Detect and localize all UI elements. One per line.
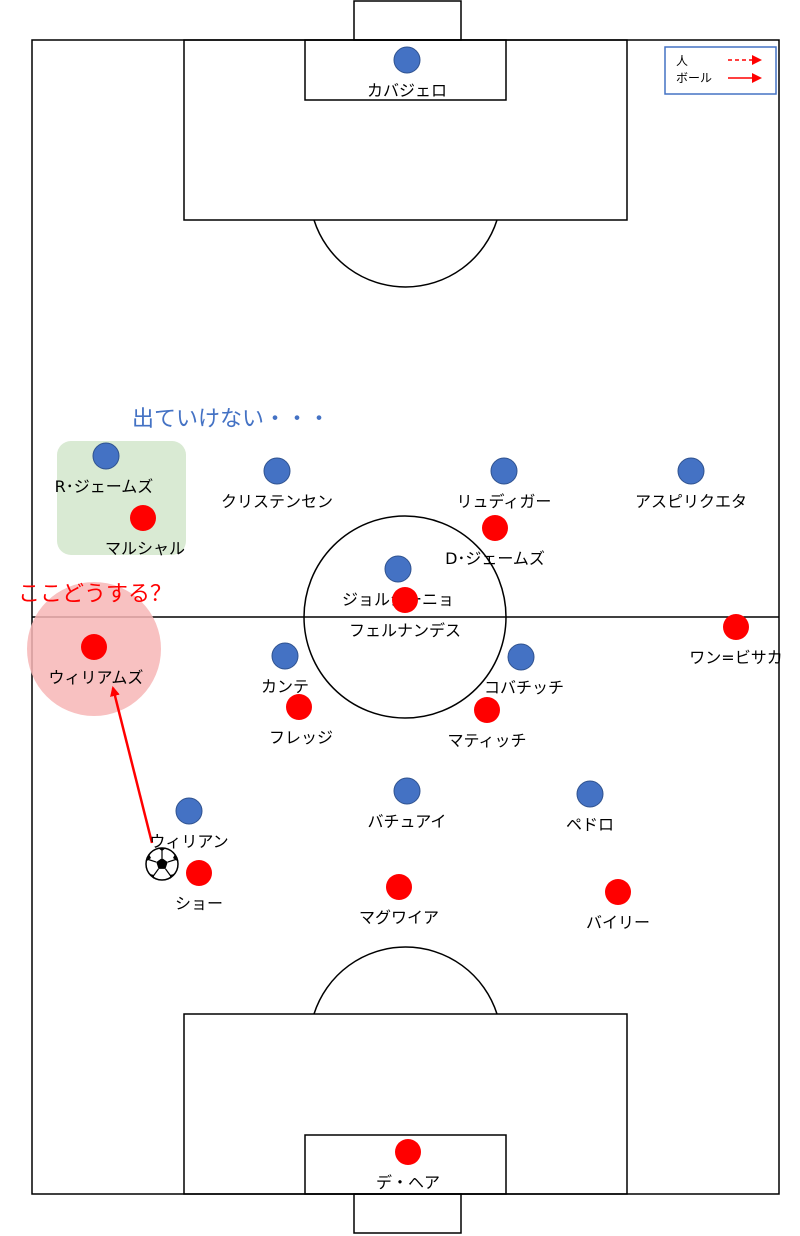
red-player-fred: フレッジ: [269, 694, 333, 747]
top-goal: [353, 0, 462, 41]
blue-player-christensen: クリステンセン: [221, 457, 333, 511]
blue-player-marker: [393, 777, 421, 805]
blue-player-marker: [507, 643, 535, 671]
red-player-name: フェルナンデス: [349, 621, 461, 640]
red-player-name: マグワイア: [359, 908, 439, 927]
highlight-box-left: [57, 441, 186, 555]
blue-player-marker: [677, 457, 705, 485]
red-player-williams: ウィリアムズ: [49, 634, 144, 687]
red-player-bailly: バイリー: [586, 879, 650, 932]
top-goal-area: [304, 39, 507, 101]
blue-player-marker: [384, 555, 412, 583]
red-player-djames: D･ジェームズ: [445, 515, 545, 568]
blue-player-rudiger: リュディガー: [457, 457, 552, 511]
red-player-wanbissaka: ワン=ビサカ: [689, 614, 783, 667]
red-player-maguire: マグワイア: [359, 874, 439, 927]
blue-player-kovacic: コバチッチ: [484, 643, 564, 697]
note-what-to-do: ここどうする？: [18, 582, 172, 607]
blue-player-azpilicueta: アスピリクエタ: [635, 457, 747, 511]
red-player-name: マティッチ: [447, 731, 526, 750]
red-player-name: マルシャル: [105, 539, 185, 558]
blue-player-marker: [175, 797, 203, 825]
red-player-marker: [81, 634, 107, 660]
red-player-name: フレッジ: [269, 728, 333, 747]
blue-player-name: バチュアイ: [368, 812, 447, 831]
red-player-marker: [723, 614, 749, 640]
blue-player-name: カンテ: [261, 677, 309, 696]
red-player-name: ワン=ビサカ: [689, 648, 782, 667]
red-player-name: バイリー: [586, 913, 650, 932]
blue-player-kante: カンテ: [261, 642, 309, 696]
red-player-marker: [482, 515, 508, 541]
ball-pass-arrow: [110, 686, 154, 844]
red-player-name: ショー: [175, 894, 223, 913]
soccer-ball-icon: [145, 847, 179, 881]
blue-player-name: アスピリクエタ: [635, 492, 747, 511]
blue-player-rjames: R･ジェームズ: [55, 442, 154, 496]
blue-player-pedro: ペドロ: [566, 780, 614, 834]
blue-player-name: コバチッチ: [484, 678, 564, 697]
red-player-matic: マティッチ: [447, 697, 527, 750]
red-player-marker: [286, 694, 312, 720]
red-player-marker: [605, 879, 631, 905]
red-player-shaw: ショー: [175, 860, 223, 913]
blue-player-marker: [263, 457, 291, 485]
bottom-penalty-area: [183, 1013, 628, 1195]
bottom-goal: [353, 1193, 462, 1234]
blue-player-marker: [576, 780, 604, 808]
red-player-marker: [130, 505, 156, 531]
red-player-name: ウィリアムズ: [49, 668, 144, 687]
blue-player-marker: [92, 442, 120, 470]
red-player-name: デ・ヘア: [376, 1173, 440, 1192]
top-penalty-arc: [313, 219, 498, 288]
blue-player-name: リュディガー: [457, 492, 552, 511]
red-player-marker: [392, 587, 418, 613]
bottom-penalty-arc: [313, 946, 498, 1015]
blue-team: カバジェロR･ジェームズクリステンセンリュディガーアスピリクエタジョルジーニョカ…: [55, 46, 747, 851]
red-player-marker: [386, 874, 412, 900]
red-player-marker: [395, 1139, 421, 1165]
red-player-martial: マルシャル: [105, 505, 185, 558]
blue-player-batshuayi: バチュアイ: [368, 777, 447, 831]
legend-person-label: 人: [676, 54, 688, 68]
blue-player-name: R･ジェームズ: [55, 477, 154, 496]
pitch-markings: [31, 0, 780, 1234]
red-player-marker: [186, 860, 212, 886]
red-player-marker: [474, 697, 500, 723]
blue-player-marker: [393, 46, 421, 74]
blue-player-marker: [490, 457, 518, 485]
red-player-fernandes: フェルナンデス: [349, 587, 461, 640]
red-player-degea: デ・ヘア: [376, 1139, 440, 1192]
blue-player-name: ペドロ: [566, 815, 614, 834]
red-player-name: D･ジェームズ: [445, 549, 545, 568]
blue-player-name: クリステンセン: [221, 492, 333, 511]
blue-player-kepa: カバジェロ: [367, 46, 447, 100]
center-circle: [303, 515, 507, 719]
blue-player-name: ウィリアン: [149, 832, 228, 851]
legend-box: [664, 46, 777, 95]
blue-player-marker: [271, 642, 299, 670]
blue-player-name: カバジェロ: [367, 81, 447, 100]
legend-ball-label: ボール: [676, 71, 712, 85]
legend: 人 ボール: [664, 46, 777, 95]
note-cannot-press: 出ていけない・・・: [132, 407, 330, 432]
blue-player-willian: ウィリアン: [149, 797, 229, 851]
